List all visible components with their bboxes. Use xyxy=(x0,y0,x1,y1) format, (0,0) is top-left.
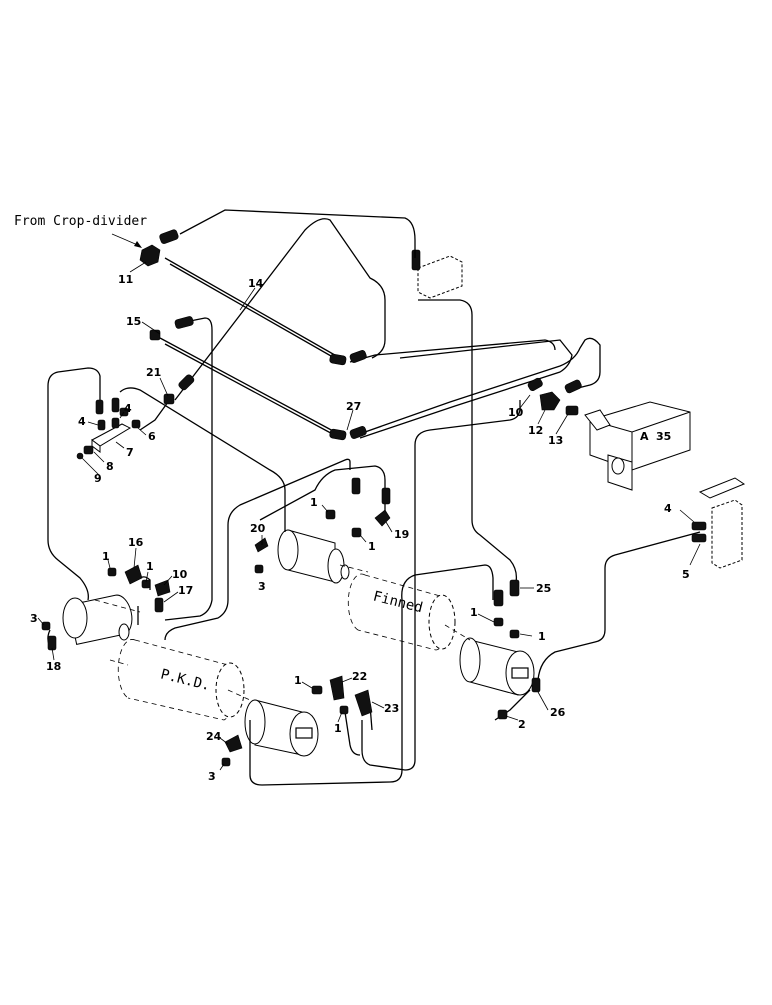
top-right-valve xyxy=(411,249,463,299)
callout-23: 23 xyxy=(384,702,399,715)
callout-4c: 4 xyxy=(664,502,672,515)
callout-5: 5 xyxy=(682,568,690,581)
callout-1g: 1 xyxy=(294,674,302,687)
callout-1e: 1 xyxy=(470,606,478,619)
callout-3c: 3 xyxy=(208,770,216,783)
callout-9: 9 xyxy=(94,472,102,485)
flow-arrow xyxy=(111,233,142,248)
callout-10b: 10 xyxy=(172,568,188,581)
right-motor xyxy=(459,637,535,696)
callout-24: 24 xyxy=(206,730,222,743)
callout-18: 18 xyxy=(46,660,61,673)
callout-6: 6 xyxy=(148,430,156,443)
callout-13: 13 xyxy=(548,434,563,447)
hose-lines xyxy=(47,209,701,786)
pkd-drum: P.K.D. xyxy=(117,639,245,721)
leader-lines xyxy=(37,261,701,771)
center-motor xyxy=(277,529,350,584)
callout-14: 14 xyxy=(248,277,264,290)
callout-10a: 10 xyxy=(508,406,524,419)
shaft-lines xyxy=(94,564,471,701)
callout-21: 21 xyxy=(146,366,161,379)
callout-1h: 1 xyxy=(334,722,342,735)
callout-27: 27 xyxy=(346,400,361,413)
callout-25: 25 xyxy=(536,582,551,595)
block-number: 35 xyxy=(656,430,671,443)
callout-3a: 3 xyxy=(258,580,266,593)
callout-1d: 1 xyxy=(146,560,154,573)
callout-12: 12 xyxy=(528,424,543,437)
pkd-label: P.K.D. xyxy=(159,666,212,694)
control-valve-block: A 35 xyxy=(584,401,691,491)
callout-17: 17 xyxy=(178,584,193,597)
block-letter: A xyxy=(640,430,649,443)
diagram-title: From Crop-divider xyxy=(14,214,147,229)
callout-19: 19 xyxy=(394,528,409,541)
callout-2: 2 xyxy=(518,718,526,731)
finned-label: Finned xyxy=(371,589,424,617)
callout-1b: 1 xyxy=(368,540,376,553)
callout-20: 20 xyxy=(250,522,266,535)
callout-8: 8 xyxy=(106,460,114,473)
callout-1c: 1 xyxy=(102,550,110,563)
right-edge-valve xyxy=(698,477,746,569)
callout-15: 15 xyxy=(126,315,141,328)
callout-26: 26 xyxy=(550,706,566,719)
callout-4a: 4 xyxy=(78,415,86,428)
callout-16: 16 xyxy=(128,536,144,549)
callout-numbers: 11 14 15 21 27 4 4 6 7 8 9 10 12 13 1 1 … xyxy=(30,273,690,783)
callout-3b: 3 xyxy=(30,612,38,625)
callout-11: 11 xyxy=(118,273,133,286)
callout-1a: 1 xyxy=(310,496,318,509)
bottom-motor xyxy=(244,699,319,757)
left-motor xyxy=(62,594,133,645)
callout-7: 7 xyxy=(126,446,134,459)
fittings xyxy=(41,229,707,767)
callout-1f: 1 xyxy=(538,630,546,643)
callout-22: 22 xyxy=(352,670,367,683)
callout-4b: 4 xyxy=(124,402,132,415)
